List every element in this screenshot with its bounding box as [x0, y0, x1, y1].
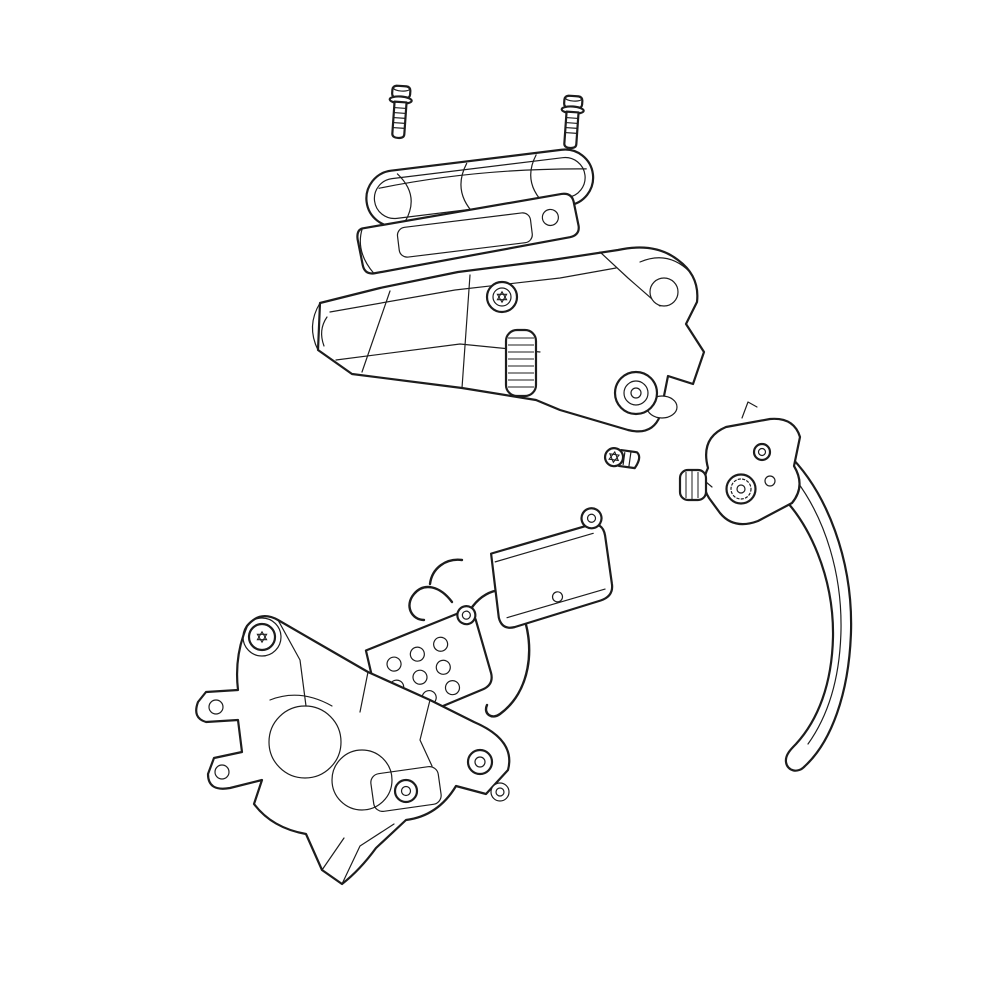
caliper-screw-icon: [242, 617, 282, 657]
reach-adjust-dial-icon: [725, 473, 757, 505]
pivot-screw: [603, 447, 641, 470]
cover-bolt-rear: [560, 94, 585, 150]
barrel-adjuster-knob: [678, 468, 713, 502]
reservoir-bladder-plate: [356, 192, 580, 275]
banjo-fitting-icon: [466, 748, 510, 802]
lever-blade-assembly: [678, 401, 853, 772]
master-cylinder-body: [311, 246, 706, 433]
lever-pivot-boss: [613, 370, 678, 419]
cover-bolt-front: [388, 84, 413, 140]
brake-pad-inner: [489, 507, 614, 629]
cover-screw-icon: [485, 280, 519, 314]
contact-adjuster-knurl: [504, 328, 538, 398]
caliper-body: [195, 615, 511, 886]
